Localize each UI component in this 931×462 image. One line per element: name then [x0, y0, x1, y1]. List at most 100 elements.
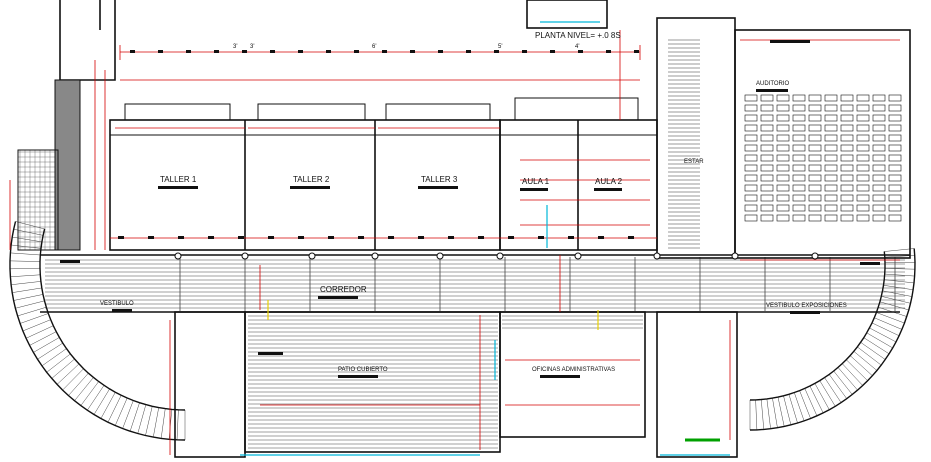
- seat: [792, 94, 806, 102]
- right-arc-segment: [874, 317, 902, 330]
- seat: [792, 204, 806, 212]
- seat: [744, 184, 758, 192]
- tick-mark: [550, 50, 555, 53]
- tick-mark: [418, 236, 424, 239]
- left-arc-segment: [10, 267, 41, 270]
- seat: [744, 174, 758, 182]
- tick-mark: [448, 236, 454, 239]
- seat: [776, 104, 790, 112]
- left-arc-segment: [29, 331, 57, 346]
- left-arc-segment: [137, 404, 147, 434]
- seat: [888, 94, 902, 102]
- tick-mark: [568, 236, 574, 239]
- seat: [792, 184, 806, 192]
- tick-mark: [466, 50, 471, 53]
- seat: [792, 114, 806, 122]
- seat: [744, 104, 758, 112]
- dimension-label: 5': [498, 44, 502, 50]
- tick-mark: [298, 50, 303, 53]
- left-arc-segment: [25, 325, 54, 339]
- tick-mark: [268, 236, 274, 239]
- seat: [888, 184, 902, 192]
- seat: [840, 174, 854, 182]
- room-label-aula2: AULA 2: [595, 177, 623, 186]
- tick-mark: [158, 50, 163, 53]
- room-label-auditorio: AUDITORIO: [756, 81, 790, 87]
- seat: [888, 144, 902, 152]
- seat: [792, 144, 806, 152]
- seat: [856, 214, 870, 222]
- seat: [888, 134, 902, 142]
- seat: [888, 154, 902, 162]
- seat: [856, 184, 870, 192]
- seat: [744, 114, 758, 122]
- seat: [776, 204, 790, 212]
- left-arc-segment: [100, 392, 116, 419]
- seat: [792, 214, 806, 222]
- right-arc-segment: [857, 346, 882, 366]
- dimension-label: 4': [575, 44, 579, 50]
- right-arc-segment: [804, 388, 818, 416]
- dimension-ticks: [118, 50, 639, 239]
- left-arc-segment: [17, 306, 47, 317]
- left-arc-segment: [62, 368, 84, 391]
- seat: [872, 104, 886, 112]
- left-ramp: [17, 79, 81, 251]
- seat: [792, 104, 806, 112]
- seat: [808, 144, 822, 152]
- room-label-vestibulo-exposiciones: VESTIBULO EXPOSICIONES: [766, 303, 847, 309]
- seat: [744, 204, 758, 212]
- tick-mark: [208, 236, 214, 239]
- room-label-patio-cubierto: PATIO CUBIERTO: [338, 367, 388, 373]
- seat: [744, 144, 758, 152]
- column: [241, 252, 249, 260]
- left-arc-segment: [129, 402, 140, 432]
- tick-mark: [522, 50, 527, 53]
- right-arc-segment: [837, 367, 858, 391]
- left-arc-segment: [12, 236, 42, 243]
- right-arc-inner: [749, 251, 886, 401]
- seat: [776, 144, 790, 152]
- corridor-columns: [174, 252, 819, 260]
- tick-mark: [354, 50, 359, 53]
- seat: [824, 204, 838, 212]
- left-arc-segment: [107, 395, 122, 423]
- seat: [824, 154, 838, 162]
- tick-mark: [358, 236, 364, 239]
- seat: [872, 154, 886, 162]
- seat: [840, 134, 854, 142]
- seat: [808, 214, 822, 222]
- seat: [872, 114, 886, 122]
- seat: [840, 184, 854, 192]
- left-arc-segment: [145, 406, 153, 436]
- seat: [808, 164, 822, 172]
- left-stair-tower: [18, 39, 700, 250]
- seat: [888, 194, 902, 202]
- seat: [840, 124, 854, 132]
- seat: [808, 184, 822, 192]
- right-arc-segment: [828, 374, 847, 399]
- left-arc-segment: [10, 274, 41, 278]
- tick-mark: [298, 236, 304, 239]
- left-arc-segment: [22, 319, 51, 332]
- seat: [792, 174, 806, 182]
- seat: [760, 164, 774, 172]
- column: [308, 252, 316, 260]
- seat: [840, 154, 854, 162]
- left-arc-segment: [19, 313, 49, 324]
- seat: [872, 134, 886, 142]
- seat: [744, 124, 758, 132]
- seat: [808, 194, 822, 202]
- room-label-taller2: TALLER 2: [293, 175, 330, 184]
- room-label-vestibulo: VESTIBULO: [100, 301, 134, 307]
- left-arc-segment: [122, 400, 134, 429]
- seat: [872, 194, 886, 202]
- seat: [760, 184, 774, 192]
- room-label-estar: ESTAR: [684, 159, 704, 165]
- seat: [824, 104, 838, 112]
- right-arc-segment: [879, 301, 909, 311]
- seat: [808, 174, 822, 182]
- tick-mark: [538, 236, 544, 239]
- column: [436, 252, 444, 260]
